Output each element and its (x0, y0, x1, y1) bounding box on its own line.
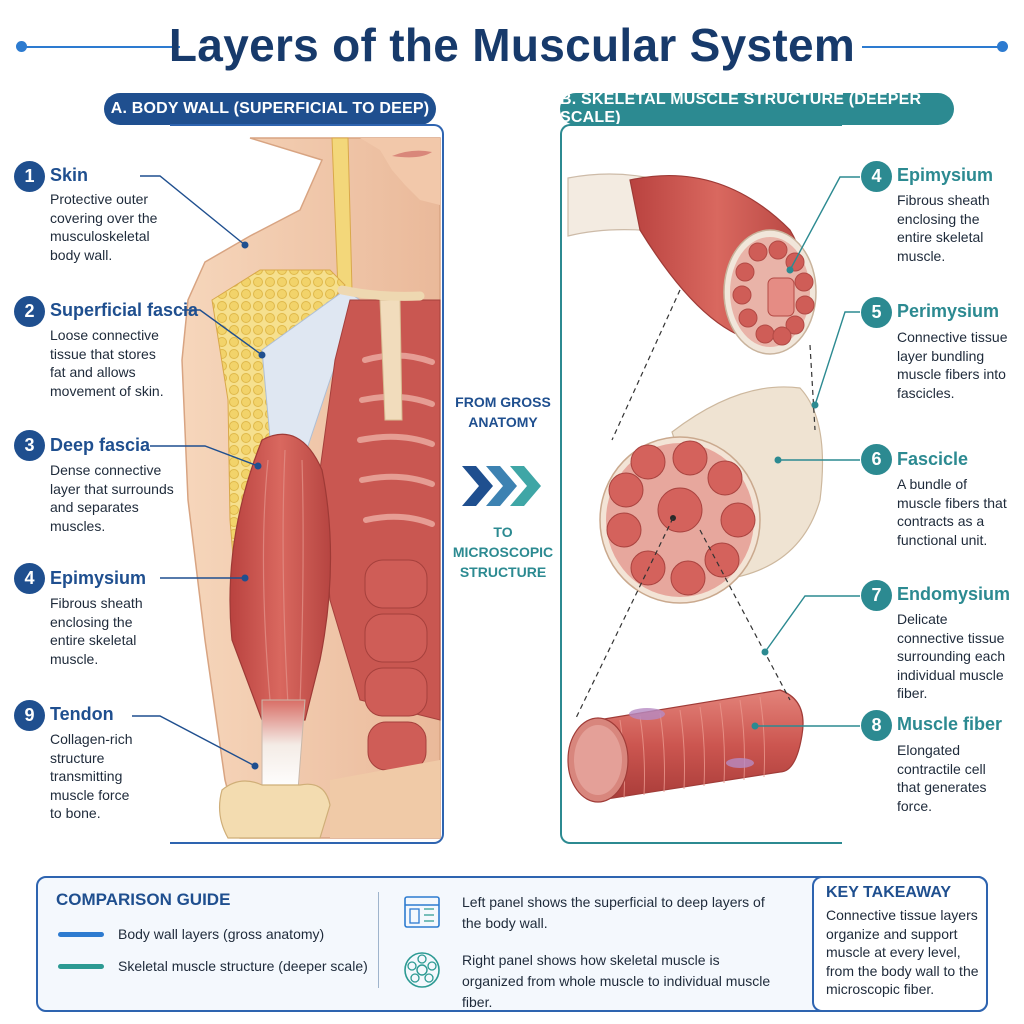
label-name-endomysium: Endomysium (897, 584, 1011, 604)
label-badge-epimysium-right: 4 (861, 161, 892, 192)
label-badge-skin: 1 (14, 161, 45, 192)
label-name-epimysium-left: Epimysium (50, 568, 147, 588)
label-name-superficial-fascia: Superficial fascia (50, 300, 199, 320)
key-takeaway-box (812, 876, 988, 1012)
body-wall-illustration (181, 137, 441, 839)
fascicle-cross-section-illustration (599, 386, 824, 604)
label-badge-superficial-fascia: 2 (14, 296, 45, 327)
label-badge-deep-fascia: 3 (14, 430, 45, 461)
label-desc-epimysium-left: Fibrous sheath enclosing the entire skel… (50, 595, 143, 667)
key-takeaway-title: KEY TAKEAWAY (826, 884, 952, 901)
label-name-deep-fascia: Deep fascia (50, 435, 151, 455)
panel-a-header: A. BODY WALL (SUPERFICIAL TO DEEP) (104, 93, 436, 125)
label-badge-tendon: 9 (14, 700, 45, 731)
label-name-fascicle: Fascicle (897, 449, 969, 469)
label-desc-muscle-fiber: Elongated contractile cell that generate… (897, 742, 987, 814)
label-desc-superficial-fascia: Loose connective tissue that stores fat … (50, 327, 164, 399)
anatomy-illustration (132, 137, 860, 839)
label-name-perimysium: Perimysium (897, 301, 1000, 321)
guide-divider (378, 892, 379, 988)
comparison-guide-title: COMPARISON GUIDE (56, 890, 231, 909)
label-name-skin: Skin (50, 165, 89, 185)
label-name-tendon: Tendon (50, 704, 114, 724)
layers-diagram-icon (404, 896, 440, 928)
muscle-cross-section-icon (404, 952, 440, 988)
whole-muscle-illustration (567, 173, 817, 355)
title-dot-left (16, 41, 27, 52)
chevron-arrows-icon (462, 466, 541, 506)
label-name-muscle-fiber: Muscle fiber (897, 714, 1003, 734)
label-desc-skin: Protective outer covering over the muscu… (50, 191, 158, 263)
label-badge-fascicle: 6 (861, 444, 892, 475)
legend-label-body-wall: Body wall layers (gross anatomy) (118, 926, 325, 942)
key-takeaway-text: Connective tissue layers organize and su… (826, 907, 979, 997)
label-desc-fascicle: A bundle of muscle fibers that contracts… (897, 476, 1007, 548)
legend-label-skeletal-muscle: Skeletal muscle structure (deeper scale) (118, 958, 368, 974)
title-rule-right (862, 46, 1002, 48)
legend-swatch-body-wall (58, 932, 104, 937)
page-title: Layers of the Muscular System (168, 19, 856, 71)
legend-swatch-skeletal-muscle (58, 964, 104, 969)
label-desc-epimysium-right: Fibrous sheath enclosing the entire skel… (897, 192, 990, 264)
muscle-fiber-illustration (567, 689, 804, 803)
to-microscopic-structure-label: TO MICROSCOPIC STRUCTURE (452, 524, 554, 580)
from-gross-anatomy-label: FROM GROSS ANATOMY (455, 394, 551, 430)
title-dot-right (997, 41, 1008, 52)
panel-a-frame (170, 124, 444, 844)
label-desc-deep-fascia: Dense connective layer that surrounds an… (50, 462, 174, 534)
note-right-panel: Right panel shows how skeletal muscle is… (462, 952, 771, 1010)
note-left-panel: Left panel shows the superficial to deep… (462, 894, 765, 931)
label-badge-perimysium: 5 (861, 297, 892, 328)
label-desc-endomysium: Delicate connective tissue surrounding e… (897, 611, 1006, 701)
panel-b-frame (560, 124, 842, 844)
title-rule-left (22, 46, 180, 48)
panel-b-header: B. SKELETAL MUSCLE STRUCTURE (DEEPER SCA… (560, 91, 954, 126)
label-name-epimysium-right: Epimysium (897, 165, 994, 185)
label-badge-epimysium-left: 4 (14, 563, 45, 594)
label-badge-muscle-fiber: 8 (861, 710, 892, 741)
label-desc-tendon: Collagen-rich structure transmitting mus… (50, 731, 133, 821)
label-desc-perimysium: Connective tissue layer bundling muscle … (897, 329, 1008, 401)
label-badge-endomysium: 7 (861, 580, 892, 611)
